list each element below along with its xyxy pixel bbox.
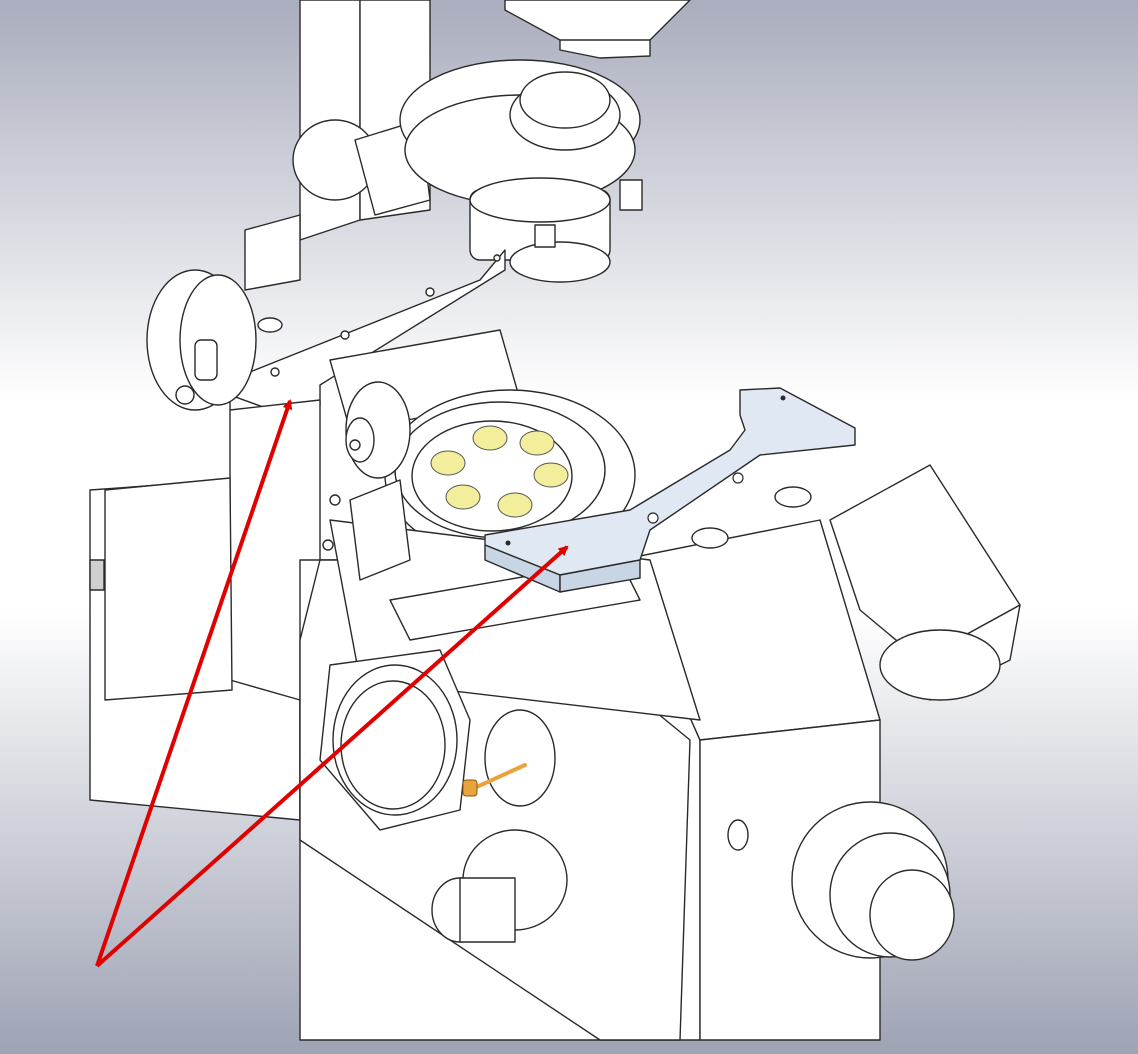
well-4: [533, 462, 569, 488]
stage-knobs: [322, 381, 411, 581]
condenser-turret: [399, 59, 643, 283]
eyepiece-housing: [691, 464, 1021, 701]
well-5: [497, 492, 533, 518]
focus-knob-left: [146, 269, 257, 411]
well-6: [445, 484, 481, 510]
pillar: [292, 0, 431, 241]
front-port: [319, 649, 556, 831]
mounting-bracket: [484, 387, 856, 593]
arrow-to-mounting-bracket: [95, 545, 569, 968]
well-3: [519, 430, 555, 456]
left-box: [89, 477, 233, 701]
well-1: [430, 450, 466, 476]
well-plate: [411, 420, 573, 532]
annotation-arrows: [95, 399, 569, 968]
top-housing: [504, 0, 691, 59]
arrow-to-upper-bracket: [95, 399, 293, 967]
orange-pin: [462, 763, 527, 797]
bottom-knobs: [431, 801, 955, 961]
well-2: [472, 425, 508, 451]
